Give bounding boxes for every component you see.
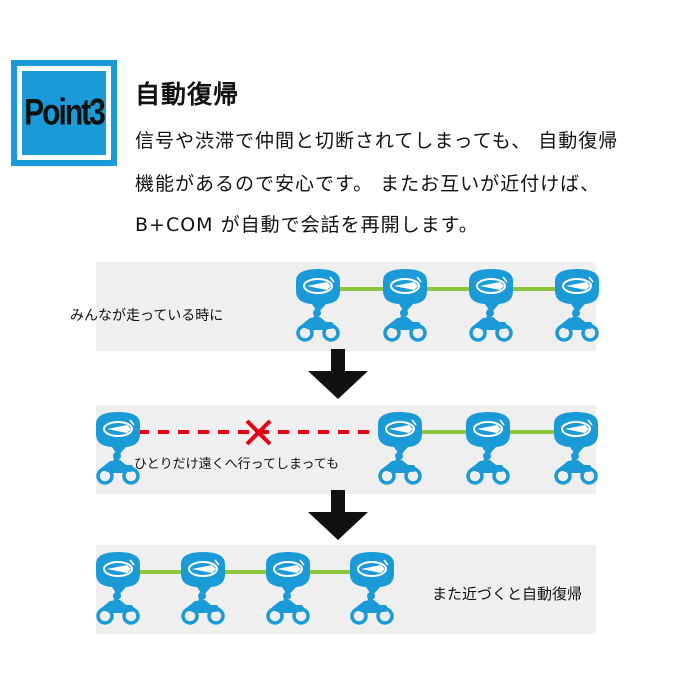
intercom-bubble [95,551,141,597]
motorcycle-icon [466,450,510,485]
intercom-bubble [349,551,395,597]
point-badge-fill: Point3 [22,71,106,155]
step-1-group [295,268,600,342]
intercom-bubble [180,551,226,597]
down-arrow-icon [308,349,368,399]
description-line-1: 信号や渋滞で仲間と切断されてしまっても、 自動復帰 [135,130,619,152]
intercom-bubble [468,268,514,314]
step-3-panel [96,545,596,634]
step-3-group [95,551,395,625]
motorcycle-icon [350,590,394,625]
motorcycle-icon [96,450,140,485]
step-2-label: ひとりだけ遠くへ行ってしまっても [134,457,340,472]
motorcycle-icon [554,450,598,485]
motorcycle-icon [96,590,140,625]
motorcycle-icon [378,450,422,485]
step-1-panel [96,262,596,351]
intercom-bubble [265,551,311,597]
motorcycle-icon [555,307,599,342]
intercom-bubble [554,268,600,314]
intercom-bubble [295,268,341,314]
step-2-group [95,411,599,485]
step-2-panel [96,405,596,494]
intercom-bubble [382,268,428,314]
motorcycle-icon [383,307,427,342]
cross-icon [245,419,272,446]
down-arrow-icon [308,490,368,540]
motorcycle-icon [266,590,310,625]
step-3-label: また近づくと自動復帰 [432,585,583,603]
point-badge-label: Point3 [24,91,106,133]
description-line-3: B+COM が自動で会話を再開します。 [135,214,479,236]
intercom-bubble [95,411,141,457]
intercom-bubble [377,411,423,457]
motorcycle-icon [469,307,513,342]
section-heading: 自動復帰 [135,80,240,109]
motorcycle-icon [181,590,225,625]
point-badge: Point3 [11,60,117,166]
description-line-2: 機能があるので安心です。 またお互いが近付けば、 [135,173,601,195]
step-1-label: みんなが走っている時に [70,308,224,324]
intercom-bubble [553,411,599,457]
motorcycle-icon [296,307,340,342]
intercom-bubble [465,411,511,457]
